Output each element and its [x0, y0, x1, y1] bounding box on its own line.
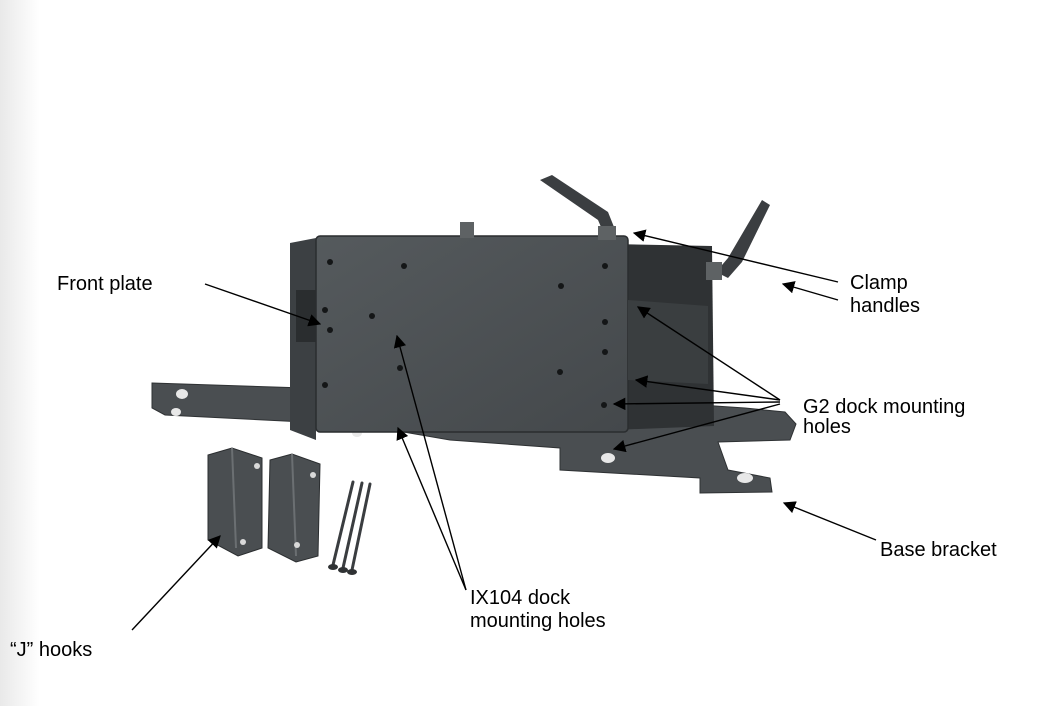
label-g2-line-2: holes — [803, 416, 851, 438]
label-ix104-dock-mounting-holes: IX104 dock mounting holes — [470, 587, 606, 633]
bracket-slot-left-2 — [171, 408, 181, 416]
bracket-slot-right — [737, 473, 753, 483]
arrow-g2-2 — [634, 375, 781, 401]
annotation-arrows — [131, 229, 877, 631]
screw-heads — [328, 564, 357, 575]
arrow-g2-1 — [636, 306, 781, 401]
arrow-base-bracket — [782, 501, 877, 541]
label-front-plate: Front plate — [57, 273, 153, 295]
plate-holes — [322, 259, 608, 408]
clamp-handle-side — [706, 200, 770, 280]
dock-body — [290, 235, 714, 440]
label-base-bracket: Base bracket — [880, 539, 997, 561]
label-ix104-line-2: mounting holes — [470, 610, 606, 632]
label-clamp-line-1: Clamp — [850, 272, 908, 294]
clamp-handle-top — [540, 175, 616, 240]
arrow-g2-3 — [612, 397, 781, 411]
arrow-front-plate — [204, 283, 322, 327]
arrow-ix104-1 — [393, 334, 467, 591]
label-g2-line-1: G2 dock mounting — [803, 396, 966, 418]
label-clamp-handles: Clamp handles — [850, 272, 920, 318]
arrow-clamp-top — [632, 229, 839, 283]
thumb-screw — [460, 222, 474, 238]
label-j-hooks: “J” hooks — [10, 639, 93, 661]
arrow-ix104-2 — [396, 426, 467, 591]
label-clamp-line-2: handles — [850, 295, 921, 317]
bracket-slot-mid-2 — [601, 453, 615, 463]
arrow-g2-4 — [612, 403, 781, 453]
label-g2-dock-mounting-holes: G2 dock mounting holes — [803, 396, 965, 442]
screws — [331, 480, 372, 572]
arrow-j-hooks — [131, 535, 221, 631]
bracket-slot-left — [176, 389, 188, 399]
label-ix104-line-1: IX104 dock — [470, 587, 571, 609]
j-hook-right — [267, 453, 321, 563]
arrow-clamp-side — [781, 281, 839, 301]
left-edge-shadow — [0, 0, 40, 706]
